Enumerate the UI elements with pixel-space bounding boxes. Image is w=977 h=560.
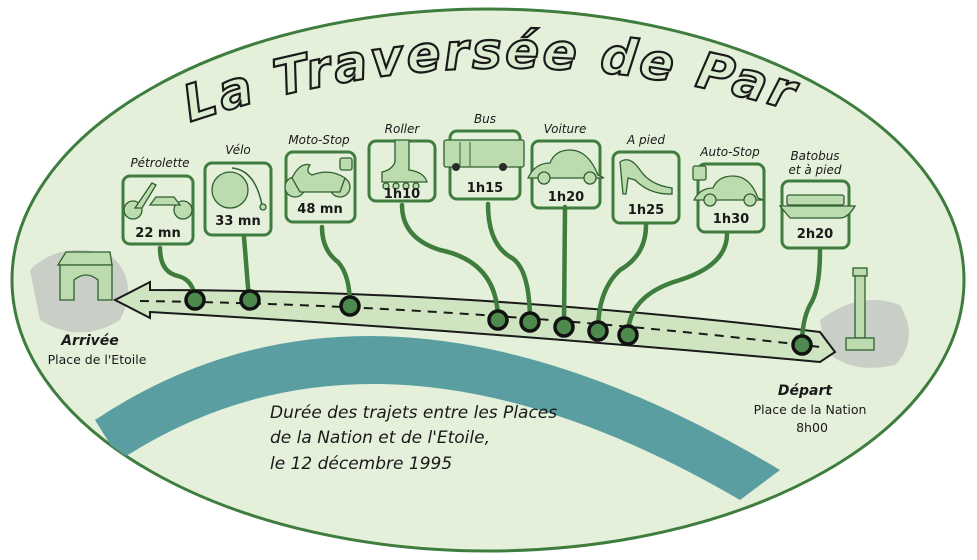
mode-velo: Vélo 33 mn: [203, 143, 273, 237]
seine-river: [95, 336, 780, 500]
mode-label-2: et à pied: [788, 163, 841, 177]
arrival-place: Place de l'Etoile: [48, 352, 147, 367]
mode-duration: 33 mn: [215, 214, 260, 229]
mode-petrolette: Pétrolette 22 mn: [121, 156, 195, 246]
arc-de-triomphe-icon: [56, 251, 113, 301]
mode-label: Moto-Stop: [288, 133, 350, 147]
mode-label: Pétrolette: [130, 156, 189, 170]
mode-auto-stop: Auto-Stop 1h30: [692, 145, 766, 234]
mode-label: Voiture: [544, 122, 587, 136]
motorcycle-thumb-icon: [284, 157, 353, 198]
departure-title: Départ: [778, 383, 833, 399]
mode-duration: 1h20: [548, 190, 584, 205]
mode-bus: Bus 1h15: [443, 112, 525, 201]
route-dashes: [139, 300, 821, 348]
mode-duration: 2h20: [797, 227, 833, 242]
mode-roller: Roller 1h10: [367, 122, 437, 203]
mode-duration: 22 mn: [135, 226, 180, 241]
connectors: [157, 201, 823, 348]
departure-place: Place de la Nation: [754, 402, 867, 417]
departure-time: 8h00: [796, 420, 828, 435]
boat-icon: [778, 194, 857, 219]
mode-moto-stop: Moto-Stop 48 mn: [284, 133, 357, 224]
mode-duration: 1h15: [467, 181, 503, 196]
mode-duration: 1h10: [384, 187, 420, 202]
route-band: [112, 280, 837, 364]
caption-line-2: de la Nation et de l'Etoile,: [270, 428, 490, 448]
mode-label: A pied: [626, 133, 665, 147]
caption-line-1: Durée des trajets entre les Places: [270, 403, 557, 423]
car-thumb-icon: [692, 165, 764, 207]
mode-a-pied: A pied 1h25: [611, 133, 681, 225]
caption-line-3: le 12 décembre 1995: [270, 454, 452, 474]
mode-voiture: Voiture 1h20: [526, 122, 605, 210]
mode-duration: 1h25: [628, 203, 664, 218]
penny-farthing-icon: [211, 167, 267, 211]
mode-label: Batobus: [790, 149, 839, 163]
mode-label: Roller: [385, 122, 421, 136]
mode-duration: 48 mn: [297, 202, 342, 217]
mode-label: Vélo: [225, 143, 251, 157]
mode-label: Bus: [474, 112, 496, 126]
bus-icon: [443, 139, 525, 171]
stop-dots: [184, 289, 813, 356]
car-icon: [526, 149, 605, 185]
high-heel-icon: [619, 159, 673, 195]
mode-batobus: Batobus et à pied 2h20: [778, 149, 857, 250]
moped-icon: [123, 182, 193, 220]
mode-duration: 1h30: [713, 212, 749, 227]
mode-label: Auto-Stop: [699, 145, 760, 159]
arrival-title: Arrivée: [60, 333, 119, 349]
roller-skate-icon: [381, 139, 428, 190]
column-nation-icon: [845, 267, 875, 351]
